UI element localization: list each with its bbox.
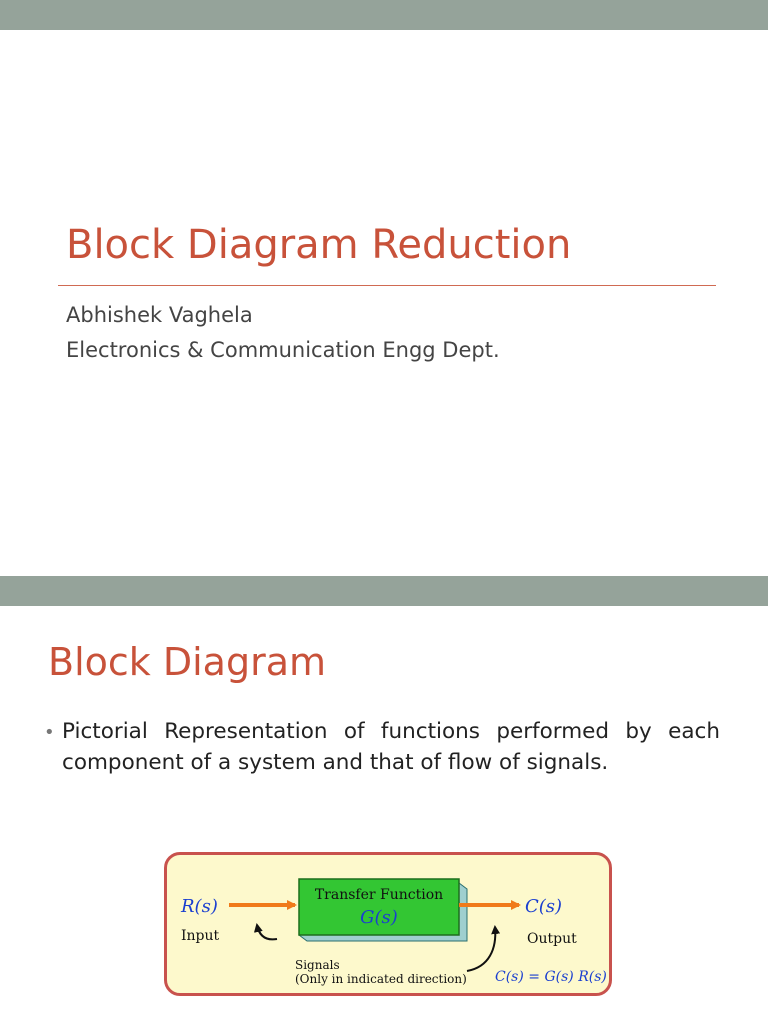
bullet-marker: • (44, 722, 55, 743)
signals-note: (Only in indicated direction) (295, 972, 467, 986)
output-label: Output (527, 931, 577, 947)
title-slide: Block Diagram Reduction Abhishek Vaghela… (0, 0, 768, 362)
slide-title: Block Diagram (48, 640, 327, 684)
slide-top-bar (0, 0, 768, 30)
bullet-item: Pictorial Representation of functions pe… (62, 719, 720, 775)
input-label: Input (181, 928, 220, 944)
signals-label: Signals (295, 958, 340, 972)
presentation-title: Block Diagram Reduction (66, 222, 572, 268)
author-name: Abhishek Vaghela (66, 303, 253, 327)
block-label: Transfer Function (315, 887, 443, 903)
title-underline (58, 285, 716, 286)
transfer-equation: C(s) = G(s) R(s) (495, 969, 607, 985)
signal-pointer-left (253, 923, 278, 941)
department-name: Electronics & Communication Engg Dept. (66, 338, 500, 362)
block-diagram-svg: Transfer Function G(s) R(s) Input C(s) O… (180, 878, 607, 986)
block-function: G(s) (360, 907, 398, 928)
input-symbol: R(s) (180, 896, 218, 917)
slide-top-bar (0, 576, 768, 606)
output-symbol: C(s) (525, 896, 562, 917)
content-slide: Block Diagram • Pictorial Representation… (0, 576, 768, 1024)
transfer-function-block (298, 878, 460, 936)
block-diagram-figure: Transfer Function G(s) R(s) Input C(s) O… (164, 852, 612, 996)
signal-pointer-right (466, 925, 501, 972)
